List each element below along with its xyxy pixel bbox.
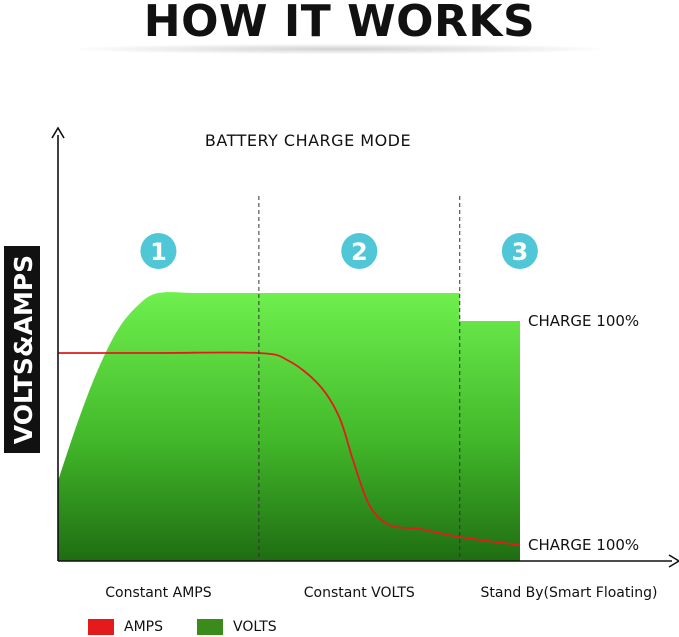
legend-swatch-volts [197, 619, 223, 635]
legend-swatch-amps [88, 619, 114, 635]
phase-badge-number: 1 [150, 238, 167, 266]
volts-area [58, 292, 520, 561]
amps-line [58, 351, 521, 546]
volts-area-layer [58, 292, 520, 561]
phase-badge-number: 3 [512, 238, 529, 266]
y-axis-label-background [4, 246, 40, 453]
phase-badge-circle [140, 233, 177, 269]
headline-shadow [80, 44, 599, 54]
phase-label-2: Constant VOLTS [304, 585, 415, 601]
amps-line-layer [58, 351, 521, 546]
axes [51, 126, 679, 568]
legend-item-amps: AMPS [88, 618, 163, 636]
y-axis-arrow [51, 126, 65, 139]
y-axis-label: VOLTS&AMPS [9, 255, 38, 444]
phase-label-1: Constant AMPS [105, 585, 211, 601]
phase-label-layer: Constant AMPS Constant VOLTS Stand By(Smar… [105, 585, 657, 601]
annotation-amps: CHARGE 100% [528, 536, 639, 554]
legend-label-amps: AMPS [124, 619, 163, 635]
phase-badge-2: 2 [341, 233, 378, 269]
phase-badge-number: 2 [351, 238, 368, 266]
annotation-layer: CHARGE 100% CHARGE 100% [528, 312, 639, 554]
chart-title: BATTERY CHARGE MODE [205, 131, 411, 150]
annotation-volts: CHARGE 100% [528, 312, 639, 330]
legend-label-volts: VOLTS [233, 619, 277, 635]
phase-badge-1: 1 [140, 233, 177, 269]
phase-label-3: Stand By(Smart Floating) [480, 585, 657, 601]
phase-badge-circle [501, 233, 538, 269]
page-headline: HOW IT WORKS [143, 0, 536, 47]
phase-badge-3: 3 [501, 233, 538, 269]
legend-item-volts: VOLTS [197, 618, 277, 636]
y-axis-label-block: VOLTS&AMPS [4, 246, 40, 453]
phase-badge-layer: 1 2 3 [140, 233, 538, 269]
phase-divider-layer [258, 196, 461, 561]
x-axis-arrow [668, 554, 679, 568]
phase-badge-circle [341, 233, 378, 269]
